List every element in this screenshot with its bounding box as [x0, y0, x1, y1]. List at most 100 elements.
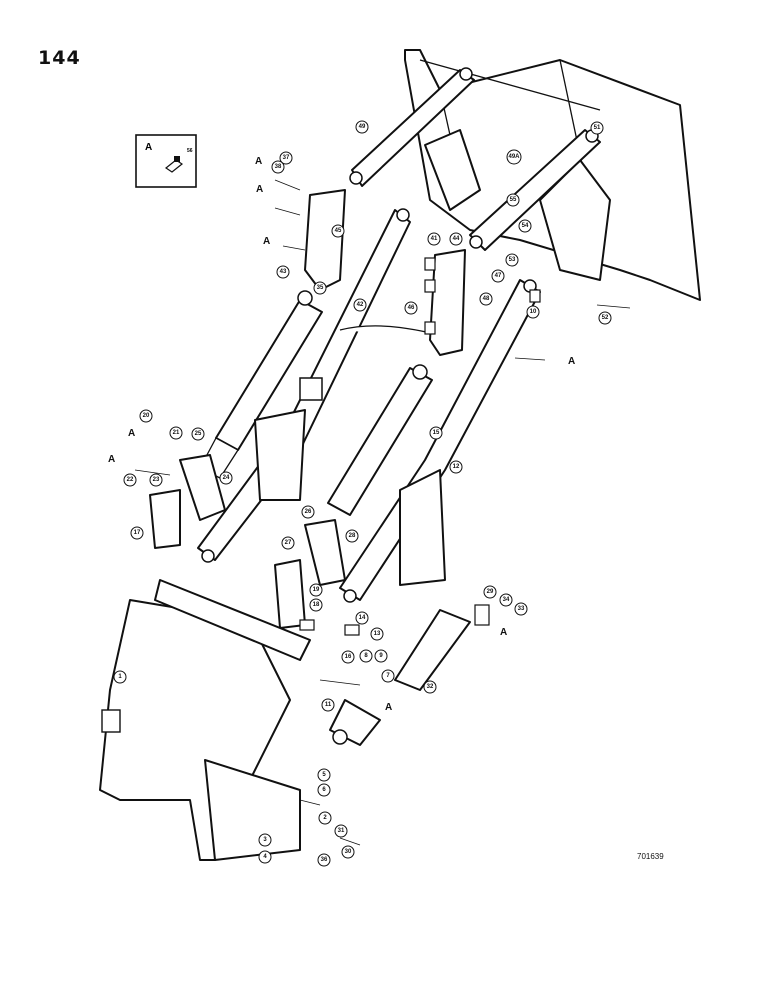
- callout: 6: [317, 783, 331, 797]
- svg-text:52: 52: [602, 315, 609, 321]
- svg-text:48: 48: [483, 296, 490, 302]
- svg-text:31: 31: [338, 828, 345, 834]
- callout: 12: [449, 460, 463, 474]
- svg-text:1: 1: [118, 674, 122, 680]
- callout: 25: [191, 427, 205, 441]
- a-marker: A: [256, 184, 263, 195]
- drawing-number: 701639: [637, 852, 664, 861]
- svg-text:7: 7: [386, 673, 390, 679]
- svg-text:49: 49: [359, 124, 366, 130]
- callout: 35: [313, 281, 327, 295]
- callout: 38: [271, 160, 285, 174]
- svg-text:34: 34: [503, 597, 510, 603]
- bellcranks: [179, 189, 466, 586]
- inset-fitting: [164, 156, 184, 173]
- inset-label: A: [145, 142, 152, 153]
- svg-text:19: 19: [313, 587, 320, 593]
- svg-text:41: 41: [431, 236, 438, 242]
- svg-text:32: 32: [427, 684, 434, 690]
- svg-text:11: 11: [325, 702, 332, 708]
- left-loader-arm: [197, 208, 411, 563]
- callout: 17: [130, 526, 144, 540]
- inset-box: A 56: [135, 134, 197, 188]
- svg-text:43: 43: [280, 269, 287, 275]
- callout: 14: [355, 611, 369, 625]
- right-cylinder: [327, 364, 433, 516]
- svg-text:49A: 49A: [508, 154, 520, 160]
- svg-text:42: 42: [357, 302, 364, 308]
- svg-text:17: 17: [134, 530, 141, 536]
- svg-text:3: 3: [263, 837, 267, 843]
- svg-text:35: 35: [317, 285, 324, 291]
- callout: 29: [483, 585, 497, 599]
- callout: 51: [590, 121, 604, 135]
- svg-text:55: 55: [510, 197, 517, 203]
- callout: 20: [139, 409, 153, 423]
- svg-text:23: 23: [153, 477, 160, 483]
- svg-text:29: 29: [487, 589, 494, 595]
- callout: 4: [258, 850, 272, 864]
- svg-text:20: 20: [143, 413, 150, 419]
- callout: 5: [317, 768, 331, 782]
- callout: 18: [309, 598, 323, 612]
- svg-text:27: 27: [285, 540, 292, 546]
- svg-text:45: 45: [335, 228, 342, 234]
- callout: 55: [506, 193, 520, 207]
- callout: 13: [370, 627, 384, 641]
- svg-text:38: 38: [275, 164, 282, 170]
- bucket-links: [349, 67, 601, 251]
- callout: 33: [514, 602, 528, 616]
- callout: 22: [123, 473, 137, 487]
- callout: 28: [345, 529, 359, 543]
- a-marker: A: [263, 236, 270, 247]
- callout: 15: [429, 426, 443, 440]
- svg-text:15: 15: [433, 430, 440, 436]
- a-marker: A: [255, 156, 262, 167]
- callout: 34: [499, 593, 513, 607]
- callout: 26: [301, 505, 315, 519]
- callout: 3: [258, 833, 272, 847]
- svg-text:2: 2: [323, 815, 327, 821]
- svg-text:33: 33: [518, 606, 525, 612]
- callout: 31: [334, 824, 348, 838]
- callout: 9: [374, 649, 388, 663]
- a-marker: A: [385, 702, 392, 713]
- callout: 42: [353, 298, 367, 312]
- callout: 8: [359, 649, 373, 663]
- callout: 41: [427, 232, 441, 246]
- callout: 52: [598, 311, 612, 325]
- svg-text:46: 46: [408, 305, 415, 311]
- a-marker: A: [108, 454, 115, 465]
- callout: 2: [318, 811, 332, 825]
- svg-text:4: 4: [263, 854, 267, 860]
- a-marker: A: [128, 428, 135, 439]
- callout: 43: [276, 265, 290, 279]
- callout: 48: [479, 292, 493, 306]
- leveling-cylinder: [329, 609, 471, 746]
- callout: 53: [505, 253, 519, 267]
- callout: 44: [449, 232, 463, 246]
- small-parts: [134, 179, 631, 846]
- callout: 49A: [506, 149, 522, 165]
- callout: 36: [317, 853, 331, 867]
- callout: 21: [169, 426, 183, 440]
- svg-text:21: 21: [173, 430, 180, 436]
- svg-text:54: 54: [522, 223, 529, 229]
- callout: 7: [381, 669, 395, 683]
- svg-text:53: 53: [509, 257, 516, 263]
- svg-text:14: 14: [359, 615, 366, 621]
- page-number: 144: [38, 47, 81, 69]
- callout: 54: [518, 219, 532, 233]
- svg-text:26: 26: [305, 509, 312, 515]
- svg-text:12: 12: [453, 464, 460, 470]
- callout: 10: [526, 305, 540, 319]
- svg-text:6: 6: [322, 787, 326, 793]
- svg-text:44: 44: [453, 236, 460, 242]
- callout: 45: [331, 224, 345, 238]
- svg-text:8: 8: [364, 653, 368, 659]
- svg-text:24: 24: [223, 475, 230, 481]
- callout: 16: [341, 650, 355, 664]
- svg-text:10: 10: [530, 309, 537, 315]
